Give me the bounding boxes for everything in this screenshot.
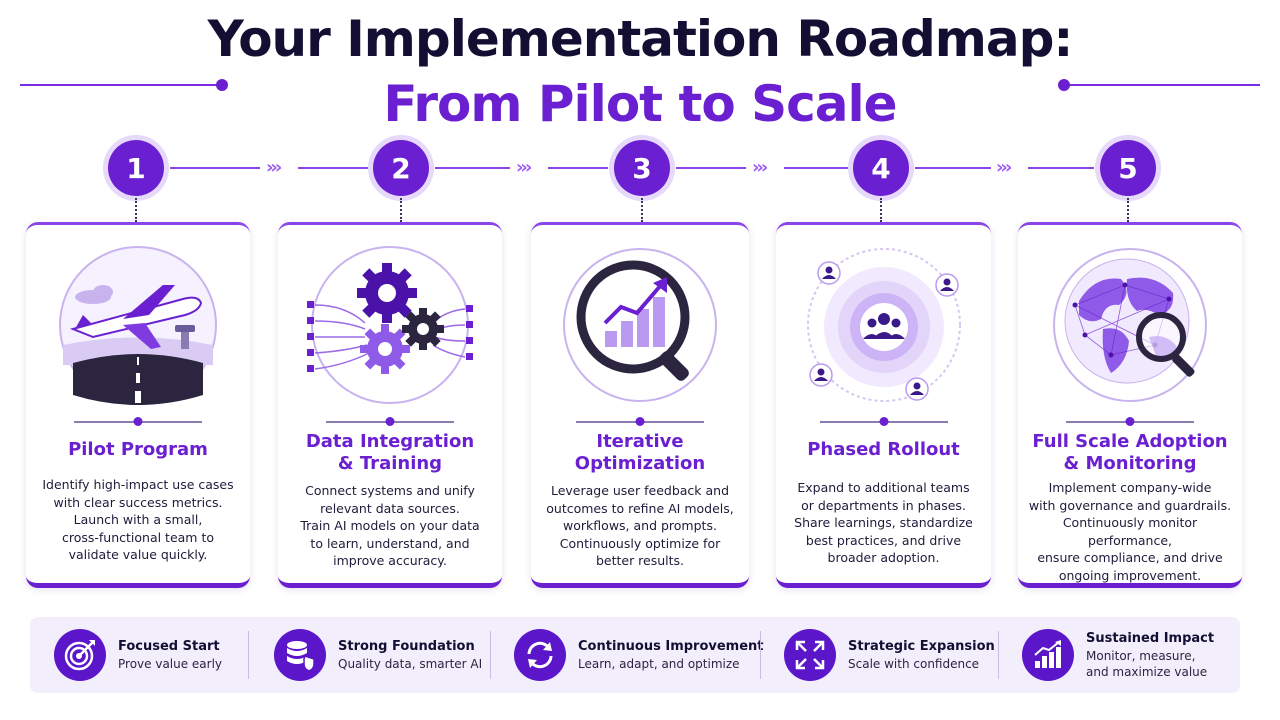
benefit-continuous-improvement: Continuous Improvement Learn, adapt, and… xyxy=(514,617,764,693)
step-description: Identify high-impact use cases with clea… xyxy=(42,477,234,562)
step-number-2: 2 xyxy=(373,140,429,196)
step-description: Implement company-wide with governance a… xyxy=(1028,480,1232,583)
step-dotted-link xyxy=(400,198,402,222)
title-decoration-left xyxy=(20,84,220,86)
benefit-title: Focused Start xyxy=(118,639,220,654)
team-expansion-icon xyxy=(806,248,961,402)
timeline-connector xyxy=(1028,167,1094,169)
step-description: Leverage user feedback and outcomes to r… xyxy=(546,483,734,568)
step-description: Connect systems and unify relevant data … xyxy=(300,483,480,568)
expand-icon xyxy=(784,629,836,681)
magnifier-chart-icon xyxy=(563,248,717,402)
card-separator-dot xyxy=(635,417,645,426)
target-icon xyxy=(54,629,106,681)
step-number-1: 1 xyxy=(108,140,164,196)
benefit-strategic-expansion: Strategic Expansion Scale with confidenc… xyxy=(784,617,995,693)
benefit-divider xyxy=(998,631,999,679)
step-title: Phased Rollout xyxy=(807,439,960,460)
card-separator-dot xyxy=(1125,417,1135,426)
title-decoration-right xyxy=(1064,84,1260,86)
benefit-title: Sustained Impact xyxy=(1086,631,1215,646)
timeline-connector xyxy=(548,167,608,169)
airplane-takeoff-icon xyxy=(59,246,217,405)
timeline-connector xyxy=(676,167,746,169)
step-number-5: 5 xyxy=(1100,140,1156,196)
benefits-bar: Focused Start Prove value early Strong F… xyxy=(30,617,1240,693)
refresh-icon xyxy=(514,629,566,681)
benefit-subtitle: Monitor, measure, and maximize value xyxy=(1086,649,1208,679)
benefit-focused-start: Focused Start Prove value early xyxy=(54,617,222,693)
title-line-1: Your Implementation Roadmap: xyxy=(207,10,1074,68)
benefit-sustained-impact: Sustained Impact Monitor, measure, and m… xyxy=(1022,617,1214,693)
page-title: Your Implementation Roadmap: From Pilot … xyxy=(0,6,1280,136)
step-title: Iterative Optimization xyxy=(574,431,706,474)
timeline-connector xyxy=(435,167,510,169)
step-card-iterative-optimization: Iterative Optimization Leverage user fee… xyxy=(531,222,749,588)
benefit-subtitle: Scale with confidence xyxy=(848,657,980,671)
timeline-connector xyxy=(784,167,848,169)
title-decoration-dot-right xyxy=(1058,79,1070,91)
benefit-divider xyxy=(490,631,491,679)
step-dotted-link xyxy=(880,198,882,222)
globe-magnifier-icon xyxy=(1053,248,1207,402)
timeline-connector xyxy=(298,167,368,169)
benefit-title: Continuous Improvement xyxy=(578,639,764,654)
chevron-right-icon: ››› xyxy=(996,157,1012,178)
card-separator-dot xyxy=(385,417,395,426)
step-card-phased-rollout: Phased Rollout Expand to additional team… xyxy=(776,222,991,588)
gears-data-icon xyxy=(307,246,473,404)
card-separator-dot xyxy=(879,417,888,426)
benefit-title: Strong Foundation xyxy=(338,639,475,654)
benefit-divider xyxy=(248,631,249,679)
chevron-right-icon: ››› xyxy=(266,157,282,178)
step-dotted-link xyxy=(135,198,137,222)
database-shield-icon xyxy=(274,629,326,681)
step-title: Pilot Program xyxy=(68,439,208,460)
step-number-3: 3 xyxy=(614,140,670,196)
timeline-connector xyxy=(915,167,991,169)
step-title: Data Integration & Training xyxy=(305,431,475,474)
card-separator-dot xyxy=(133,417,143,426)
step-card-full-scale: Full Scale Adoption & Monitoring Impleme… xyxy=(1018,222,1242,588)
step-title: Full Scale Adoption & Monitoring xyxy=(1032,431,1228,474)
step-card-pilot: Pilot Program Identify high-impact use c… xyxy=(26,222,250,588)
growth-chart-icon xyxy=(1022,629,1074,681)
timeline-connector xyxy=(170,167,260,169)
step-card-data-integration: Data Integration & Training Connect syst… xyxy=(278,222,502,588)
benefit-subtitle: Prove value early xyxy=(118,657,223,671)
benefit-subtitle: Learn, adapt, and optimize xyxy=(578,657,740,671)
step-dotted-link xyxy=(1127,198,1129,222)
chevron-right-icon: ››› xyxy=(516,157,532,178)
benefit-title: Strategic Expansion xyxy=(848,639,995,654)
step-number-4: 4 xyxy=(853,140,909,196)
benefit-divider xyxy=(760,631,761,679)
step-dotted-link xyxy=(641,198,643,222)
benefit-subtitle: Quality data, smarter AI xyxy=(338,657,483,671)
title-line-2: From Pilot to Scale xyxy=(383,75,897,133)
benefit-strong-foundation: Strong Foundation Quality data, smarter … xyxy=(274,617,482,693)
chevron-right-icon: ››› xyxy=(752,157,768,178)
title-decoration-dot-left xyxy=(216,79,228,91)
step-description: Expand to additional teams or department… xyxy=(794,480,973,565)
